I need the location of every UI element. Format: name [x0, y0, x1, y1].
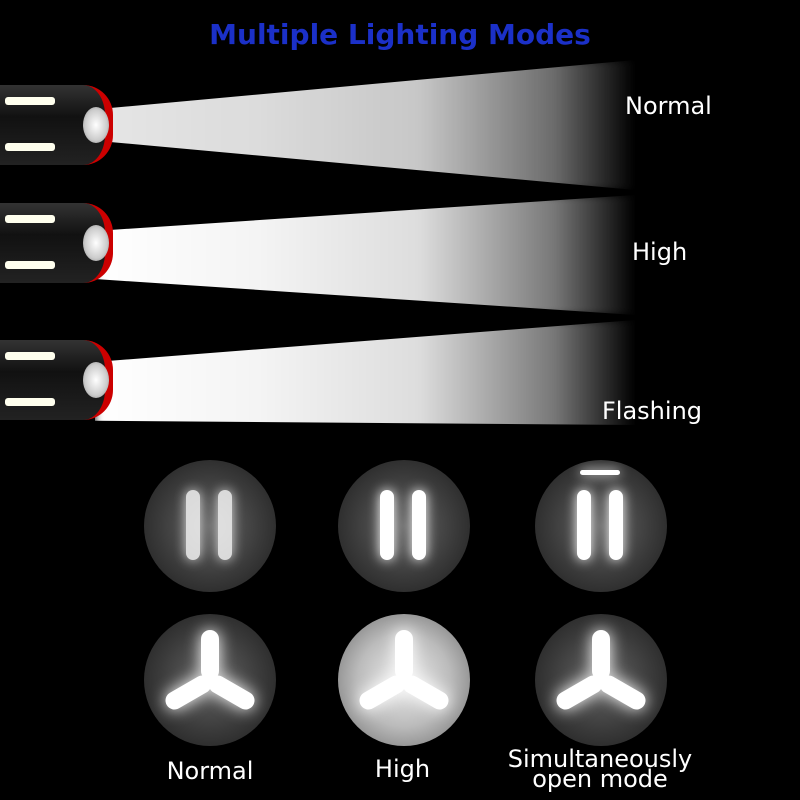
beam-flashing	[95, 320, 635, 425]
label-high: High	[632, 238, 688, 266]
side-view-simultaneous	[535, 460, 667, 592]
lantern-2	[0, 203, 113, 283]
label-normal: Normal	[625, 92, 712, 120]
side-view-high	[338, 460, 470, 592]
lantern-3	[0, 340, 113, 420]
lantern-1	[0, 85, 113, 165]
top-view-simultaneous	[535, 614, 667, 746]
side-view-normal	[144, 460, 276, 592]
title: Multiple Lighting Modes	[209, 18, 591, 51]
label-flashing: Flashing	[602, 397, 703, 425]
top-view-normal	[144, 614, 276, 746]
top-view-high	[338, 614, 470, 746]
bottom-label-simultaneously: Simultaneously	[507, 745, 693, 773]
bottom-label-normal: Normal	[166, 757, 254, 785]
bottom-label-open-mode: open mode	[532, 765, 668, 793]
bottom-label-high: High	[374, 755, 431, 783]
beam-normal	[95, 60, 635, 190]
beam-high	[95, 195, 635, 315]
